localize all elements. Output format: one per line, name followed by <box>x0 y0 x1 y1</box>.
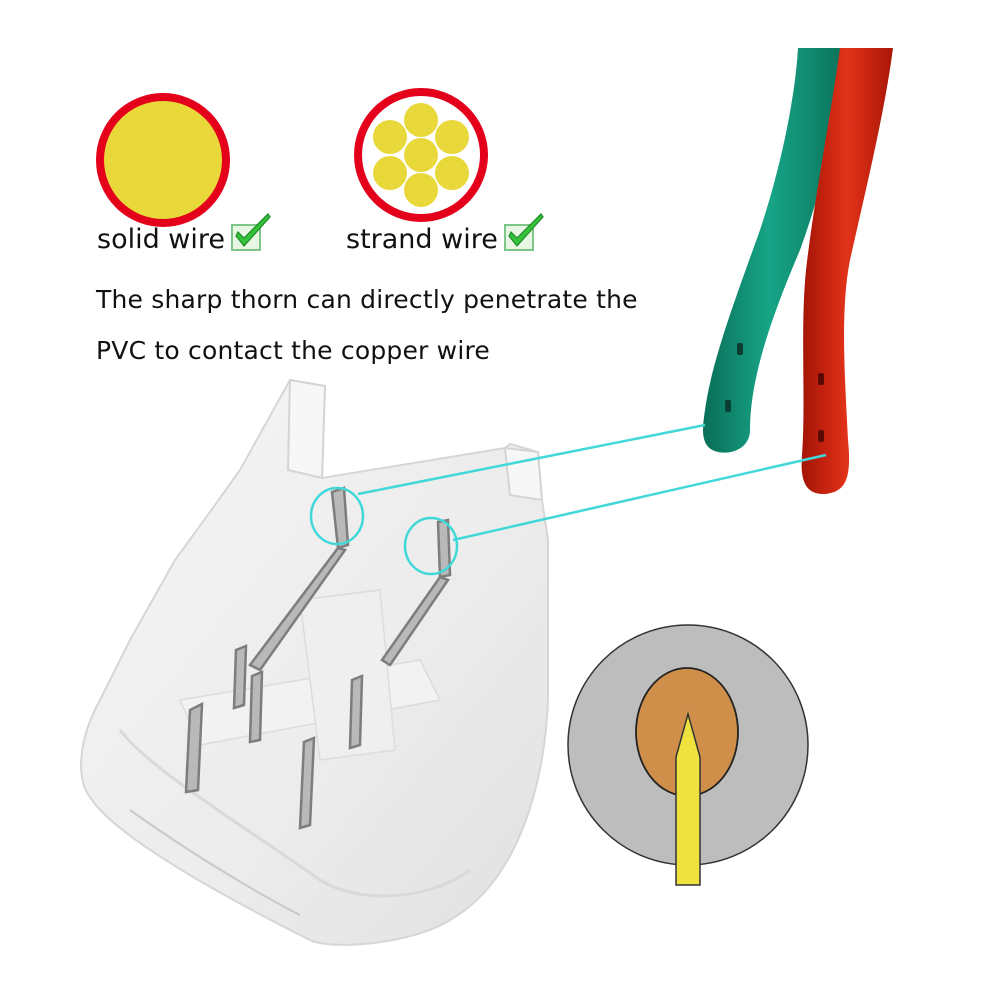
solid-wire-label: solid wire <box>97 224 226 255</box>
description-line-1: The sharp thorn can directly penetrate t… <box>96 285 638 314</box>
red-wire <box>801 48 893 495</box>
green-wire <box>703 48 851 453</box>
solid-wire-cross-section-icon <box>96 93 230 227</box>
description-line-2: PVC to contact the copper wire <box>96 336 490 365</box>
metal-contact-pins <box>184 486 452 830</box>
clear-connector-housing <box>80 378 549 946</box>
callout-lines <box>309 423 827 576</box>
strand-wire-label: strand wire <box>346 224 498 255</box>
thorn-penetration-cross-section-icon <box>567 624 809 886</box>
strand-wire-cross-section-icon <box>354 88 488 222</box>
